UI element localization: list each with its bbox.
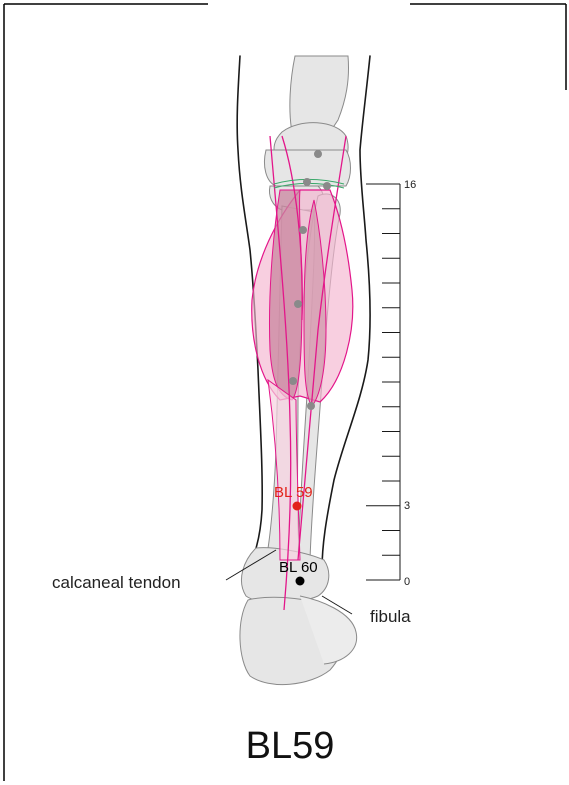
landmark-dot bbox=[314, 150, 322, 158]
landmark-dot bbox=[323, 182, 331, 190]
fibula-label: fibula bbox=[370, 607, 411, 626]
landmark-dot bbox=[299, 226, 307, 234]
scale-ticks bbox=[366, 184, 400, 580]
scale-label-top: 16 bbox=[404, 179, 416, 191]
page-title: BL59 bbox=[246, 725, 335, 767]
femur bbox=[290, 56, 349, 132]
gastrocnemius-medial-head bbox=[269, 190, 302, 400]
bl59-dot bbox=[293, 502, 302, 511]
bl60-label: BL 60 bbox=[279, 559, 318, 576]
calcaneal-tendon-label: calcaneal tendon bbox=[52, 573, 181, 592]
scale-label-mid: 3 bbox=[404, 500, 410, 512]
scale-label-bottom: 0 bbox=[404, 576, 410, 588]
landmark-dot bbox=[289, 377, 297, 385]
proportional-scale bbox=[366, 184, 400, 580]
landmark-dot bbox=[294, 300, 302, 308]
landmark-dot bbox=[303, 178, 311, 186]
bl60-dot bbox=[296, 577, 305, 586]
bl59-label: BL 59 bbox=[274, 484, 313, 501]
landmark-dot bbox=[307, 402, 315, 410]
